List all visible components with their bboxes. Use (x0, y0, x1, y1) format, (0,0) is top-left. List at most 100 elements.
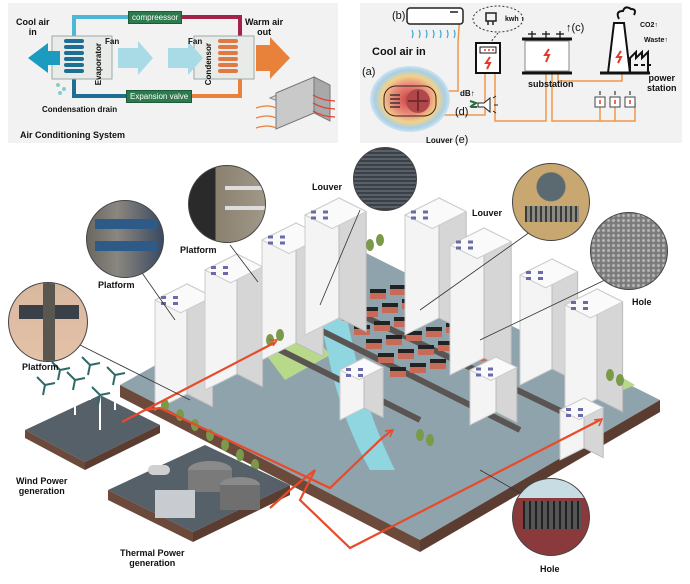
turbine-blades (106, 366, 126, 386)
waste-label: Waste↑ (644, 37, 668, 44)
wind-farm-ground (25, 395, 160, 462)
callout-label-platform-1: Platform (22, 362, 59, 372)
tower-roof (303, 197, 368, 230)
condensor-coil (218, 39, 238, 73)
tree-icon (426, 434, 434, 446)
indoor-ac-icon (406, 7, 464, 39)
old-house (406, 334, 422, 341)
old-house-roof (390, 367, 406, 371)
label-c: ↑(c) (566, 22, 585, 34)
power-arrow-icon (269, 339, 604, 438)
solar-panel-icon (173, 296, 178, 299)
old-house (382, 306, 398, 313)
louver-label: Louver (e) (426, 134, 469, 146)
old-house-roof (406, 331, 422, 335)
solar-panel-icon (280, 235, 285, 239)
wind-turbines (36, 356, 126, 430)
tree-icon (161, 399, 169, 411)
solar-panel-icon (468, 240, 473, 244)
power-line (121, 341, 277, 423)
callout-photo-hole-2 (512, 478, 590, 556)
solar-panel-icon (571, 307, 576, 310)
solar-panel-icon (538, 277, 543, 280)
tree-icon (376, 234, 384, 246)
power-grid-panel: (b) Cool air in (a) kwh ↑ ↑(c) CO2↑ Wast… (360, 3, 682, 146)
old-house-roof (410, 363, 426, 367)
solar-panel-icon (476, 367, 481, 371)
co2-label: CO2↑ (640, 22, 658, 29)
leader-line (139, 269, 176, 321)
tower-roof (563, 288, 624, 319)
solar-panel-icon (268, 235, 273, 239)
pipe-cool-bottom (72, 75, 126, 98)
solar-panel-icon (323, 216, 328, 220)
storage-tank-icon (220, 485, 260, 510)
old-house (374, 324, 390, 331)
tree-icon (276, 329, 284, 341)
solar-panel-icon (358, 368, 363, 371)
callout-label-hole-1: Hole (632, 297, 652, 307)
leader-line (319, 209, 361, 306)
solar-panel-icon (411, 216, 416, 220)
old-house (430, 362, 446, 369)
fan-left-label: Fan (105, 37, 120, 46)
wire (440, 10, 461, 92)
solar-panel-icon (223, 272, 228, 275)
thermal-plant-soil (108, 490, 193, 542)
leader-line (229, 244, 259, 283)
callout-label-platform-3: Platform (180, 245, 217, 255)
solar-panel-icon (346, 368, 351, 371)
condensation-drain-label: Condensation drain (42, 105, 118, 114)
outdoor-unit-icon (383, 85, 437, 117)
power-line (269, 419, 601, 550)
old-house (394, 320, 410, 327)
solar-panel-icon (211, 266, 216, 269)
solar-panel-icon (488, 367, 493, 371)
solar-panel-icon (476, 373, 481, 377)
solar-panel-icon (411, 210, 416, 214)
wire (557, 71, 623, 82)
old-house-roof (386, 335, 402, 339)
old-house (410, 366, 426, 373)
drop-icon (62, 87, 66, 91)
solar-panel-icon (526, 277, 531, 280)
old-house (386, 338, 402, 345)
tree-icon (366, 239, 374, 251)
wind-farm-soil (85, 425, 160, 470)
label-d: (d) (455, 106, 469, 118)
old-house (370, 292, 386, 299)
solar-panel-icon (280, 241, 285, 245)
solar-panel-icon (456, 240, 461, 244)
solar-panel-icon (583, 307, 588, 310)
db-label: dB↑ (460, 89, 475, 98)
callout-photo-louver-2 (512, 163, 590, 241)
old-house-roof (370, 289, 386, 293)
leader-line (419, 231, 531, 311)
solar-panel-icon (358, 374, 363, 377)
evaporator-coil (64, 39, 84, 73)
old-house (362, 310, 378, 317)
leader-line (79, 344, 191, 401)
old-house (390, 288, 406, 295)
pipe-warm-bottom (183, 75, 242, 98)
old-house (390, 370, 406, 377)
pipe-hot-top (178, 15, 242, 41)
old-house-roof (426, 327, 442, 331)
solar-panel-icon (323, 210, 328, 214)
intake-arrow-right-icon (168, 41, 203, 75)
old-house (426, 330, 442, 337)
solar-panel-icon (346, 374, 351, 377)
old-house-roof (382, 303, 398, 307)
callout-photo-hole-1 (590, 212, 668, 290)
meter-mini-icon (485, 12, 497, 25)
pipe-cool-top (72, 15, 128, 37)
old-house (354, 328, 370, 335)
turbine-blades (66, 371, 86, 391)
power-station-icon (600, 6, 651, 75)
old-house-roof (378, 353, 394, 357)
solar-panel-icon (423, 210, 428, 214)
old-house-roof (430, 359, 446, 363)
